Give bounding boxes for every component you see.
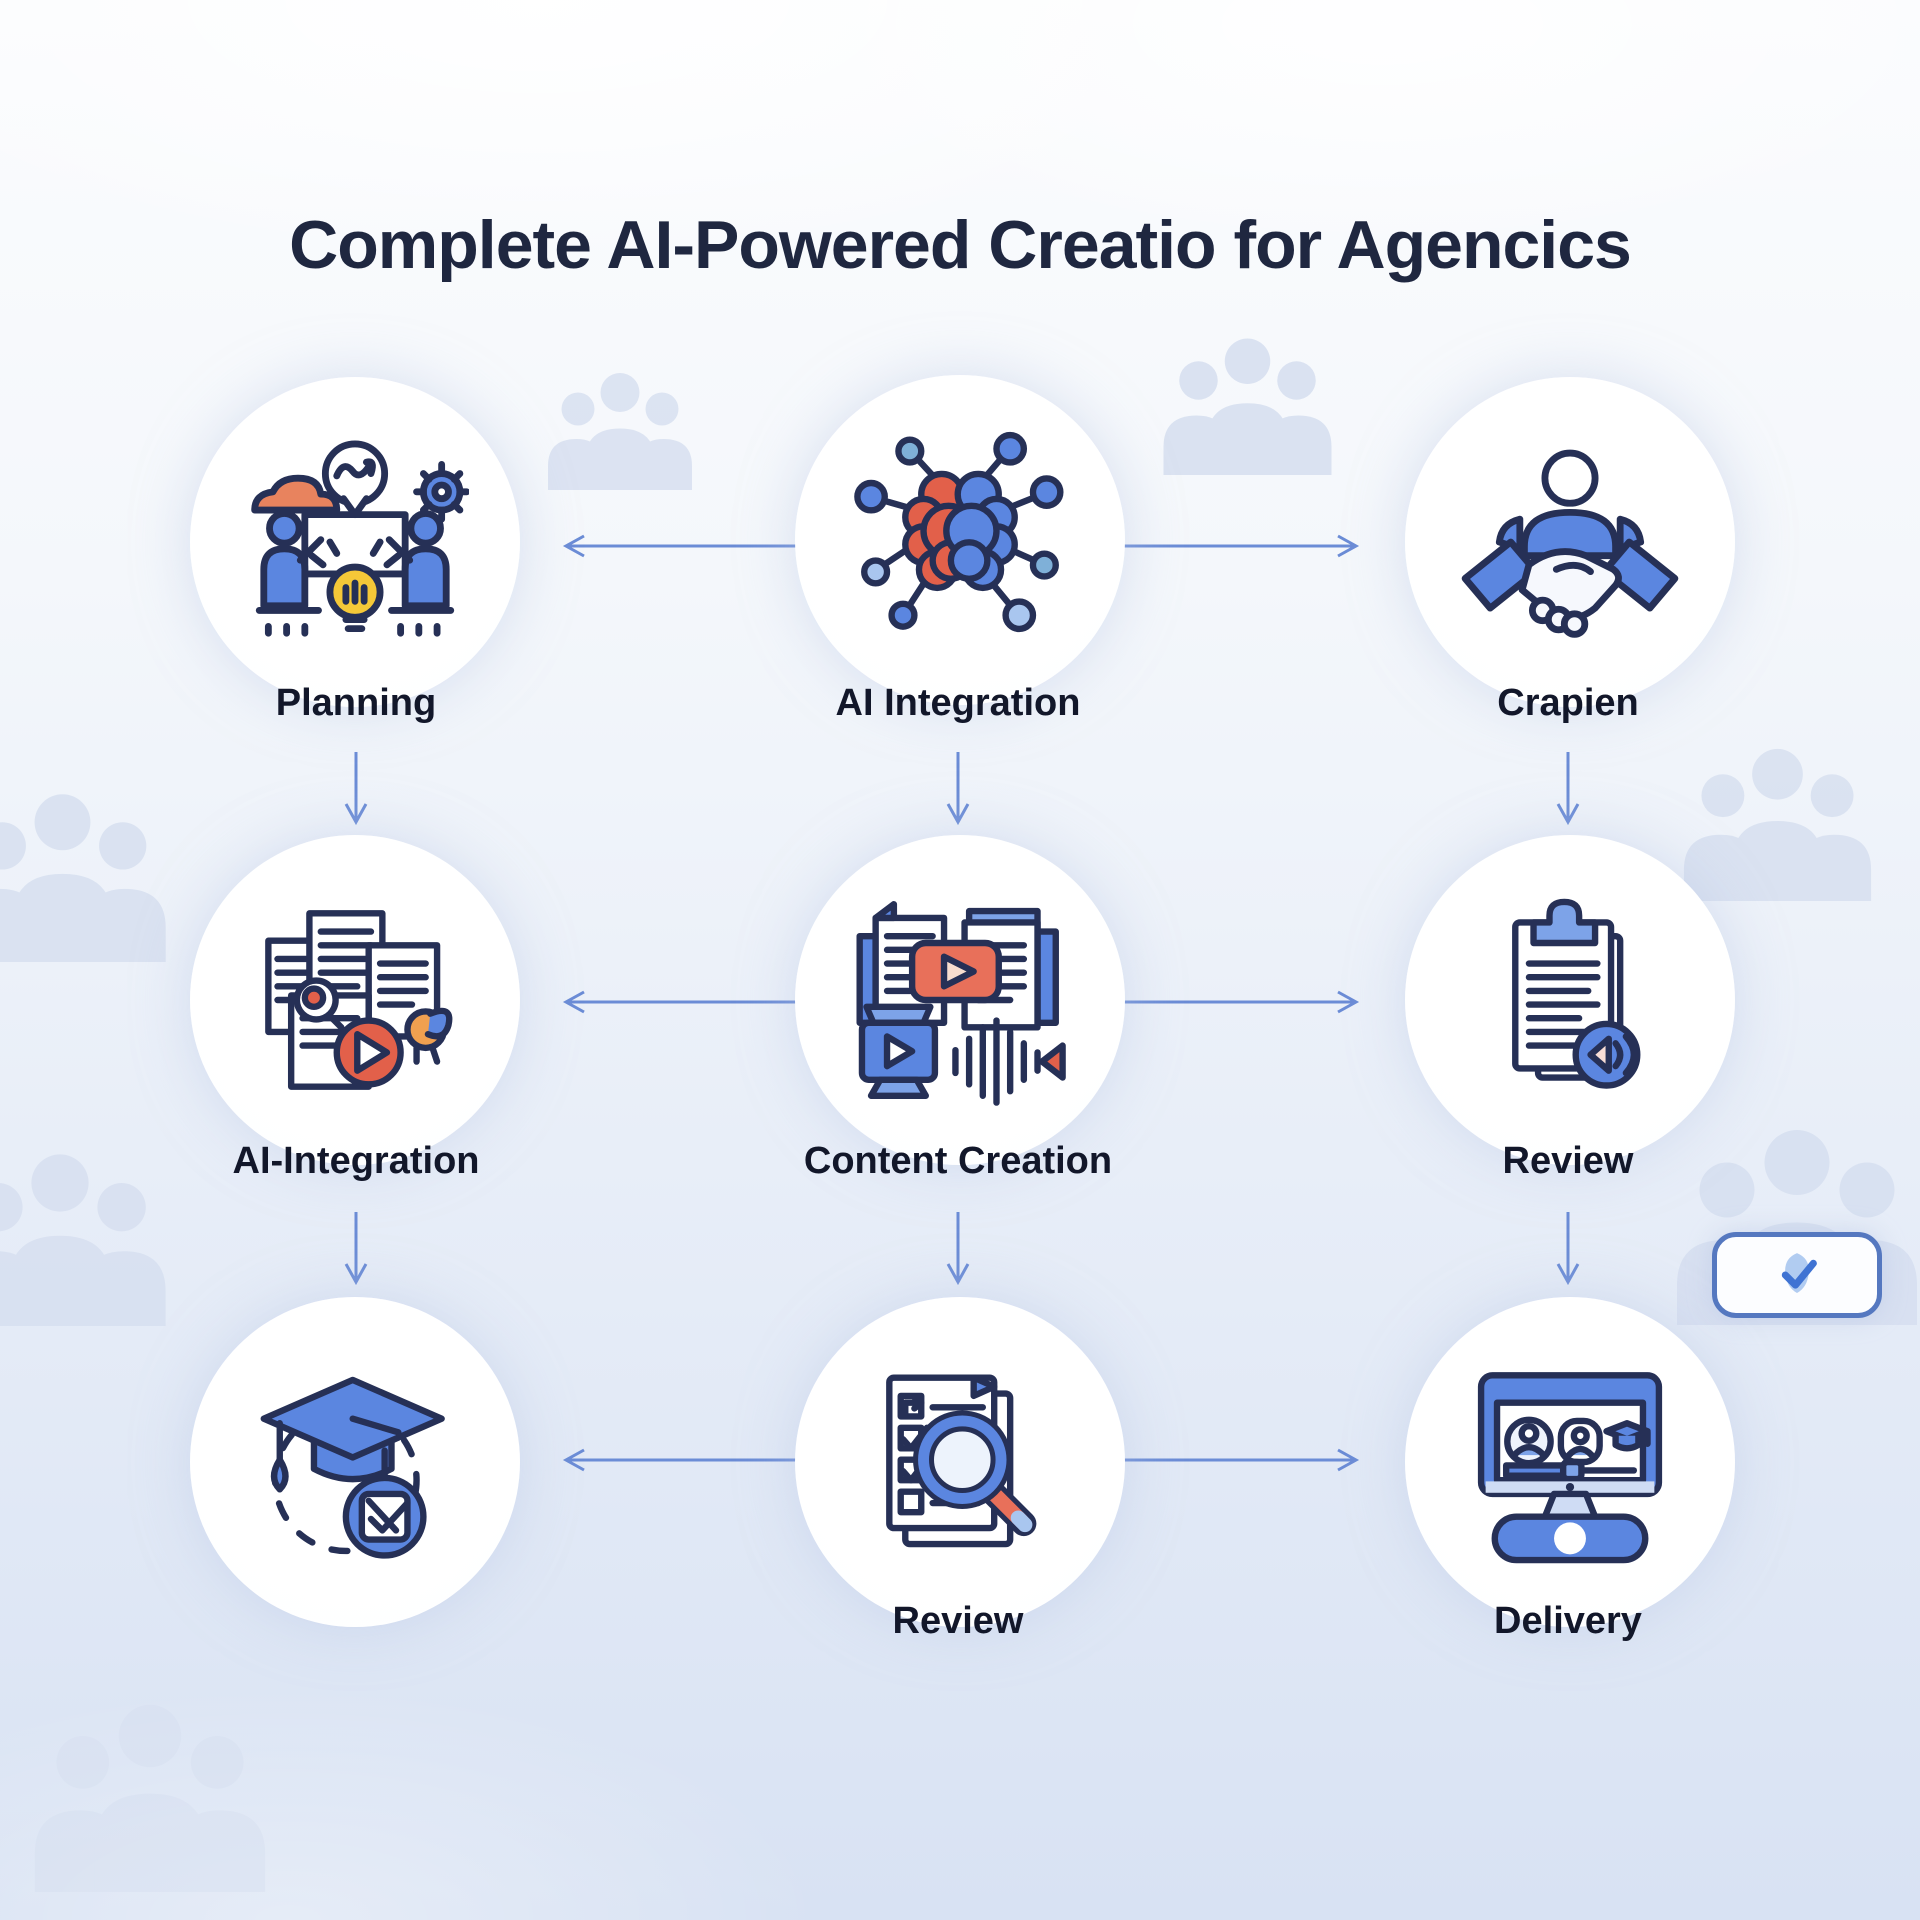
node-label-review-checklist: Review [892,1600,1024,1642]
checklist-magnifier-icon [886,1374,1037,1548]
node-delivery [1405,1297,1735,1627]
node-graduation [190,1297,520,1627]
page-title: Complete AI-Powered Creatio for Agencics [289,206,1632,283]
graduation-cap-icon [260,1376,445,1559]
node-crapien [1405,377,1735,707]
node-review-clipboard [1405,835,1735,1165]
node-label-ai-integration-docs: AI-Integration [232,1140,480,1182]
node-label-crapien: Crapien [1497,682,1639,724]
background-glow-top [0,0,1920,300]
node-label-ai-integration-top: AI Integration [835,682,1081,724]
node-content-creation [795,835,1125,1165]
node-label-content-creation: Content Creation [803,1140,1113,1182]
node-ai-integration-top [795,375,1125,705]
background-glow-bottom [0,1640,1920,1920]
node-planning [190,377,520,707]
node-label-planning: Planning [275,682,437,724]
media-production-icon [856,901,1066,1106]
check-badge-icon [1781,1253,1817,1293]
monitor-delivery-icon [1477,1372,1663,1564]
check-badge [1712,1232,1882,1318]
node-label-delivery: Delivery [1494,1600,1642,1642]
node-ai-integration-docs [190,835,520,1165]
handshake-icon [1461,449,1679,638]
planning-team-icon [251,440,469,637]
node-label-review-clipboard: Review [1502,1140,1634,1182]
clipboard-audio-icon [1512,898,1641,1089]
ai-brain-network-icon [854,431,1064,633]
documents-play-icon [265,910,453,1090]
node-review-checklist [795,1297,1125,1627]
